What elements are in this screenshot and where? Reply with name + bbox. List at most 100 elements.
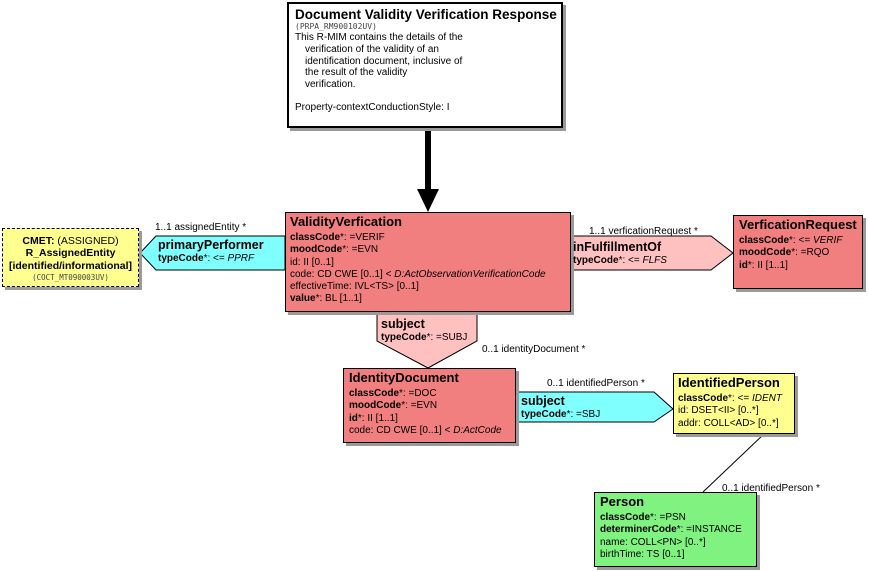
attribute-line: id: DSET<II> [0..*] (678, 405, 790, 417)
attribute-name: moodCode (290, 244, 343, 256)
subject2-val: *: =SBJ (566, 409, 601, 420)
attribute-value: *: II [1..1] (747, 259, 788, 271)
attribute-name: id (349, 412, 358, 424)
attribute-line: id*: II [1..1] (739, 260, 857, 272)
attribute-line: code: CD CWE [0..1] < D:ActCode (349, 425, 510, 437)
attribute-line: birthTime: TS [0..1] (600, 549, 751, 561)
validity-title: ValidityVerfication (290, 214, 402, 229)
cmet-line1: CMET: (ASSIGNED) (3, 235, 138, 247)
attribute-line: code: CD CWE [0..1] < D:ActObservationVe… (290, 269, 566, 281)
request-title: VerficationRequest (739, 217, 857, 232)
desc-line-5: verification. (305, 79, 356, 91)
attribute-name: classCode (600, 512, 651, 523)
subject1-name: subject (381, 317, 425, 331)
person-title: Person (600, 494, 645, 509)
subject1-link-shape (376, 311, 478, 369)
fulfillment-name: inFulfillmentOf (573, 240, 662, 254)
desc-line-4: the result of the validity (305, 67, 408, 79)
header-style: Property-contextConductionStyle: I (295, 101, 450, 113)
label-verification-request: 1..1 verficationRequest * (589, 226, 698, 237)
desc-line-3: identification document, inclusive of (305, 55, 463, 67)
primary-performer-val: *: <= (203, 253, 228, 264)
attribute-line: addr: COLL<AD> [0..*] (678, 418, 790, 430)
label-identified-person-1: 0..1 identifiedPerson * (547, 378, 645, 389)
subject1-attr: typeCode (381, 332, 427, 343)
identity-title: IdentityDocument (349, 370, 459, 385)
attribute-name: classCode (290, 232, 341, 243)
subject2-link: subject typeCode*: =SBJ (521, 394, 600, 421)
attribute-line: moodCode*: =EVN (349, 400, 510, 412)
header-box: Document Validity Verification Response … (287, 2, 563, 128)
primary-performer-code: PPRF (227, 253, 255, 264)
attribute-vocab: D:ActCode (453, 424, 502, 436)
cmet-class: (ASSIGNED) (54, 235, 119, 247)
attribute-name: moodCode (739, 247, 792, 259)
attribute-value: *: =PSN (650, 512, 686, 523)
fulfillment-link: inFulfillmentOf typeCode*: <= FLFS (573, 240, 667, 267)
attribute-value: id: DSET<II> [0..*] (678, 405, 759, 417)
fulfillment-link-shape (570, 235, 734, 271)
subject1-val: *: =SUBJ (426, 332, 468, 343)
attribute-line: moodCode*: =RQO (739, 247, 857, 259)
attribute-value: birthTime: TS [0..1] (600, 548, 685, 560)
desc-line-2: verification of the validity of an (305, 43, 439, 55)
fulfillment-attr: typeCode (573, 255, 619, 266)
attribute-line: moodCode*: =EVN (290, 244, 566, 256)
label-assigned-entity: 1..1 assignedEntity * (155, 222, 247, 233)
attribute-vocab: VERIF (812, 235, 843, 246)
header-description: This R-MIM contains the details of the v… (295, 32, 555, 114)
attribute-line: id: II [0..1] (290, 257, 566, 269)
attribute-value: id: II [0..1] (290, 256, 334, 268)
attribute-value: *: <= (789, 235, 813, 246)
attribute-line: classCode*: =DOC (349, 388, 510, 400)
attribute-line: id*: II [1..1] (349, 413, 510, 425)
attribute-line: name: COLL<PN> [0..*] (600, 537, 751, 549)
attribute-line: determinerCode*: =INSTANCE (600, 524, 751, 536)
primary-performer-link: primaryPerformer typeCode*: <= PPRF (158, 238, 264, 265)
attribute-line: classCode*: =VERIF (290, 232, 566, 244)
attribute-name: moodCode (349, 400, 402, 412)
attribute-value: *: =DOC (399, 388, 437, 399)
attribute-name: classCode (349, 388, 400, 399)
fulfillment-code: FLFS (642, 255, 667, 266)
attribute-value: *: =RQO (791, 247, 830, 259)
attribute-value: *: II [1..1] (357, 412, 398, 424)
attribute-value: *: =VERIF (340, 232, 385, 243)
attribute-value: *: =INSTANCE (676, 524, 742, 536)
attribute-value: addr: COLL<AD> [0..*] (678, 417, 779, 429)
identified-person-title: IdentifiedPerson (678, 375, 780, 390)
header-title: Document Validity Verification Response (295, 7, 557, 22)
attribute-name: classCode (739, 235, 790, 246)
label-identity-document: 0..1 identityDocument * (482, 344, 586, 355)
attribute-name: classCode (678, 393, 729, 404)
cmet-id: (COCT_MT090003UV) (32, 272, 109, 282)
attribute-vocab: D:ActObservationVerificationCode (394, 268, 546, 280)
attribute-name: value (290, 293, 316, 305)
desc-line-1: This R-MIM contains the details of the (295, 32, 463, 43)
subject1-link: subject typeCode*: =SUBJ (381, 317, 467, 344)
attribute-line: classCode*: <= VERIF (739, 235, 857, 247)
primary-performer-attr: typeCode (158, 253, 204, 264)
attribute-line: classCode*: =PSN (600, 512, 751, 524)
person-link-line (702, 433, 765, 493)
subject2-name: subject (521, 394, 565, 408)
fulfillment-val: *: <= (618, 255, 643, 266)
attribute-value: effectiveTime: IVL<TS> [0..1] (290, 281, 419, 293)
primary-performer-name: primaryPerformer (158, 238, 264, 252)
label-identified-person-2: 0..1 identifiedPerson * (722, 483, 820, 494)
attribute-line: classCode*: <= IDENT (678, 393, 790, 405)
attribute-value: code: CD CWE [0..1] < (349, 424, 454, 436)
attribute-vocab: IDENT (751, 393, 782, 404)
attribute-value: name: COLL<PN> [0..*] (600, 536, 706, 548)
attribute-value: *: BL [1..1] (315, 293, 362, 305)
attribute-value: code: CD CWE [0..1] < (290, 268, 395, 280)
subject2-link-shape (516, 391, 674, 423)
cmet-label: CMET: (22, 235, 55, 247)
